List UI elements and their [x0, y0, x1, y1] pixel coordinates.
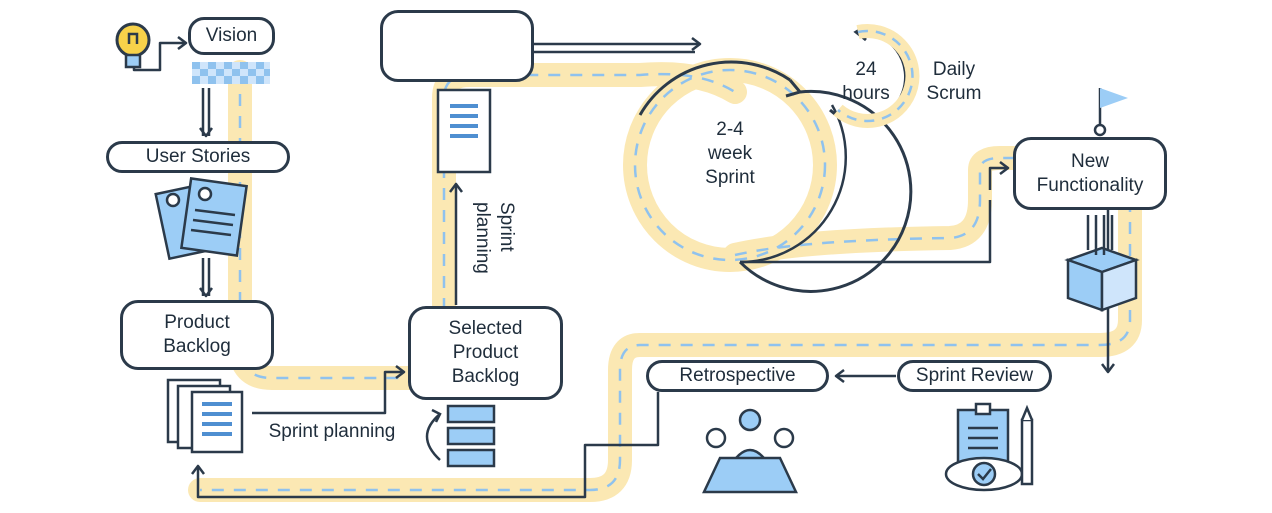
arrowhead [999, 161, 1010, 175]
arrow-box-to-sprint [534, 42, 700, 54]
selected-document-icon [436, 88, 492, 174]
team-meeting-icon [702, 408, 798, 494]
sprint-planning-vertical-label: Sprint planning [472, 202, 517, 274]
retrospective-node: Retrospective [646, 360, 829, 392]
connector-arrows [132, 36, 1115, 499]
pencil-icon [1020, 404, 1034, 486]
arrowhead [199, 127, 213, 138]
arrowhead [177, 36, 188, 50]
user-stories-cards-icon [154, 177, 249, 261]
sprint-cycle-label: 2-4 week Sprint [705, 119, 755, 188]
user-stories-node: User Stories [106, 141, 290, 173]
review-clipboard-icon [944, 402, 1024, 492]
arrow-vision-to-stories [201, 88, 211, 136]
selected-product-backlog-node: Selected Product Backlog [408, 306, 563, 400]
arrowhead [834, 369, 845, 383]
arrow-retro-to-backlog [196, 392, 660, 499]
daily-scrum-loop [828, 24, 920, 128]
new-functionality-node: New Functionality [1013, 137, 1167, 210]
daily-hours-label: 24 hours [842, 59, 890, 104]
sprint-review-node: Sprint Review [897, 360, 1052, 392]
arrowhead [449, 182, 463, 193]
checkered-flag-icon [192, 62, 270, 84]
arrowhead [691, 37, 702, 51]
arrowhead [199, 287, 213, 298]
lightbulb-icon [115, 22, 151, 69]
sprint-cycle-spiral [638, 60, 913, 293]
arrowhead [191, 464, 205, 475]
stack-icon [425, 404, 496, 468]
vision-node: Vision [188, 17, 275, 55]
arrowhead [1101, 363, 1115, 374]
sprint-planning-horizontal-label: Sprint planning [268, 421, 396, 442]
arrow-backlog-to-selected [252, 370, 404, 415]
backlog-documents-icon [166, 378, 244, 454]
daily-scrum-label: Daily Scrum [926, 59, 982, 104]
product-backlog-node: Product Backlog [120, 300, 274, 370]
box-icon [1064, 215, 1140, 312]
flag-icon [1093, 88, 1128, 137]
arrowhead [395, 365, 406, 379]
arrow-stories-to-backlog [201, 258, 211, 296]
arrow-sprint-to-functionality [740, 166, 1008, 264]
blank-process-box [380, 10, 534, 82]
